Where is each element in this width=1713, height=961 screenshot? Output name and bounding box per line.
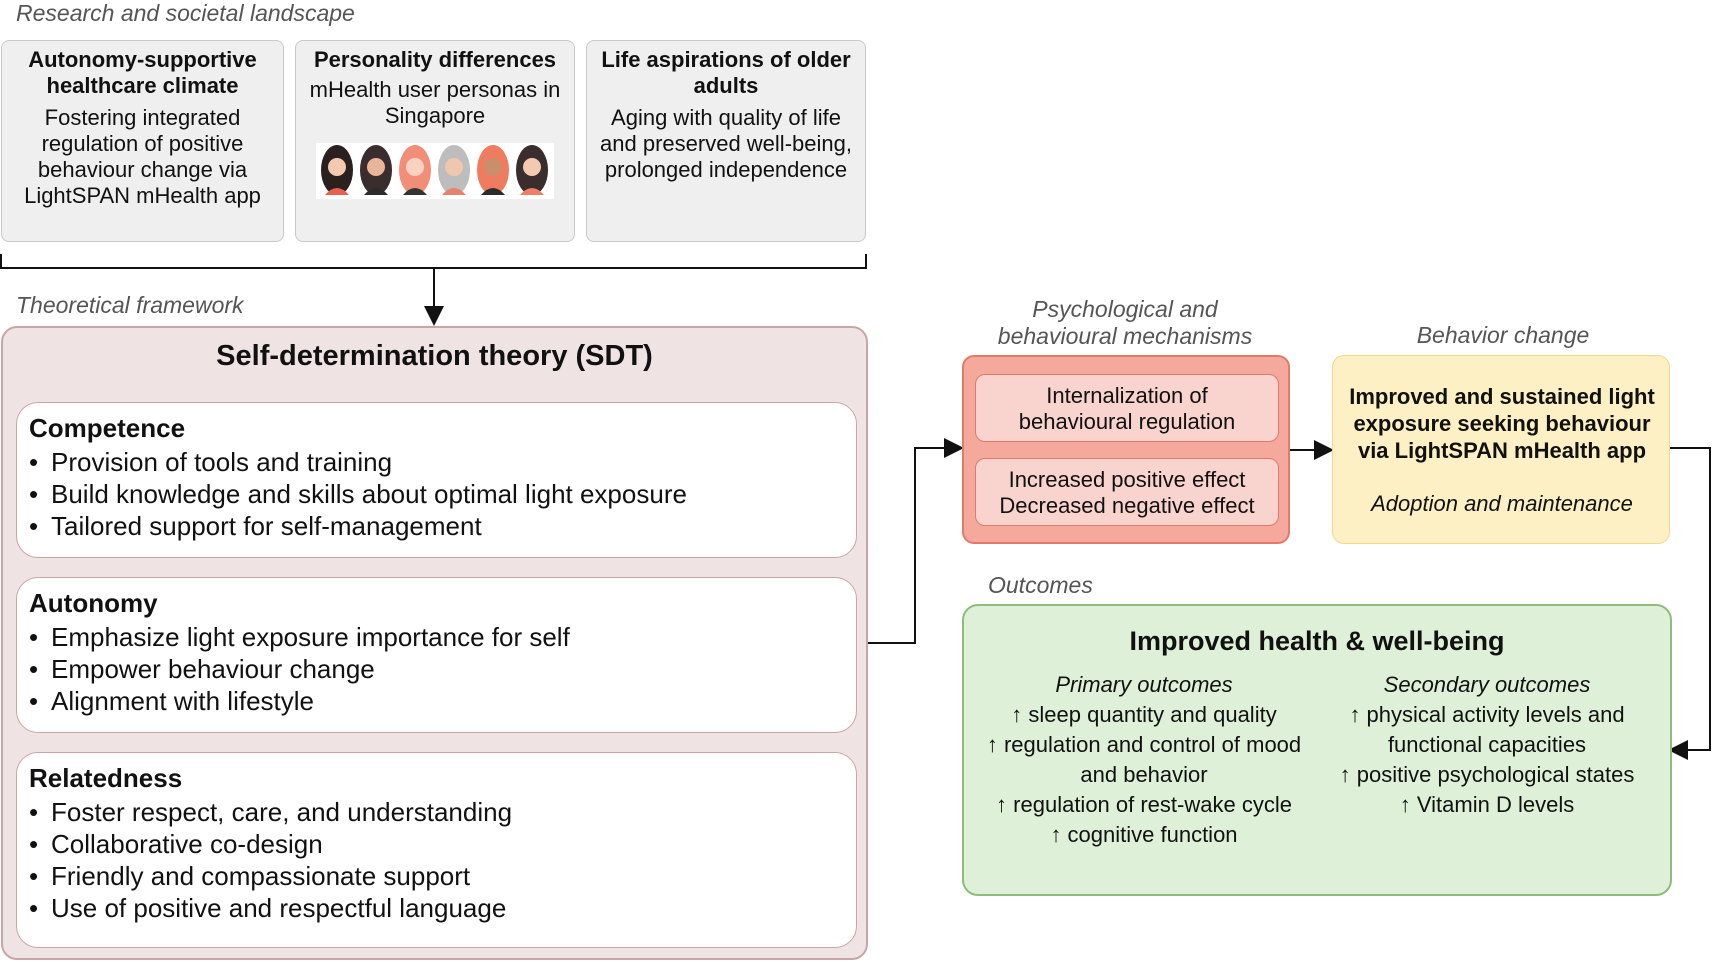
persona-avatar-4-icon [438, 145, 470, 195]
secondary-outcomes: Secondary outcomes ↑ physical activity l… [1320, 670, 1654, 820]
framework-label: Theoretical framework [16, 292, 244, 318]
list-item: ↑ regulation of rest-wake cycle [996, 792, 1292, 817]
mechanism-affect: Increased positive effect Decreased nega… [975, 458, 1279, 526]
card-heading: Competence [29, 413, 186, 443]
behavior-title: Improved and sustained light exposure se… [1349, 384, 1655, 463]
list-item: ↑ cognitive function [1050, 822, 1238, 847]
secondary-outcomes-heading: Secondary outcomes [1383, 672, 1591, 697]
landscape-box-aspirations: Life aspirations of older adults Aging w… [586, 40, 866, 242]
outcomes-box: Improved health & well-being Primary out… [962, 604, 1672, 896]
list-item: •Emphasize light exposure importance for… [29, 622, 570, 652]
sdt-panel: Self-determination theory (SDT) Competen… [1, 326, 868, 960]
card-heading: Autonomy [29, 588, 158, 618]
list-item: •Collaborative co-design [29, 829, 323, 859]
persona-avatar-5-icon [477, 145, 509, 195]
landscape-box-title: Autonomy-supportive healthcare climate [28, 47, 257, 98]
list-item: •Tailored support for self-management [29, 511, 482, 541]
landscape-box-climate: Autonomy-supportive healthcare climate F… [1, 40, 284, 242]
list-item: ↑ sleep quantity and quality [1011, 702, 1277, 727]
behavior-box: Improved and sustained light exposure se… [1332, 355, 1670, 544]
card-relatedness: Relatedness •Foster respect, care, and u… [16, 752, 857, 948]
list-item: ↑ positive psychological states [1339, 762, 1635, 787]
list-item: •Build knowledge and skills about optima… [29, 479, 687, 509]
list-item: •Empower behaviour change [29, 654, 375, 684]
sdt-to-mechanisms-arrow [868, 438, 964, 644]
outcomes-label: Outcomes [988, 572, 1093, 598]
landscape-label: Research and societal landscape [16, 0, 355, 26]
behavior-subtitle: Adoption and maintenance [1371, 491, 1633, 516]
landscape-box-body: mHealth user personas in Singapore [309, 77, 561, 128]
card-heading: Relatedness [29, 763, 183, 793]
list-item: •Provision of tools and training [29, 447, 393, 477]
behavior-to-outcomes-arrow [1668, 447, 1711, 760]
primary-outcomes: Primary outcomes ↑ sleep quantity and qu… [972, 670, 1316, 850]
landscape-box-title: Life aspirations of older adults [601, 47, 851, 98]
primary-outcomes-heading: Primary outcomes [1055, 672, 1233, 697]
list-item: •Alignment with lifestyle [29, 686, 314, 716]
card-competence: Competence •Provision of tools and train… [16, 402, 857, 558]
list-item: ↑ regulation and control of mood and beh… [986, 732, 1302, 787]
outcomes-title: Improved health & well-being [1129, 626, 1505, 656]
landscape-box-title: Personality differences [313, 47, 557, 72]
mechanism-internalization: Internalization of behavioural regulatio… [975, 374, 1279, 442]
landscape-box-body: Fostering integrated regulation of posit… [24, 105, 261, 208]
list-item: •Use of positive and respectful language [29, 893, 507, 923]
list-item: •Friendly and compassionate support [29, 861, 471, 891]
landscape-bracket [0, 254, 867, 269]
mechanisms-label: Psychological and behavioural mechanisms [997, 296, 1253, 349]
landscape-box-personality: Personality differences mHealth user per… [295, 40, 575, 242]
persona-avatar-6-icon [516, 145, 548, 195]
personas-illustration [316, 143, 554, 199]
list-item: ↑ physical activity levels and functiona… [1349, 702, 1625, 757]
sdt-title: Self-determination theory (SDT) [216, 340, 653, 372]
persona-avatar-2-icon [360, 145, 392, 195]
list-item: ↑ Vitamin D levels [1399, 792, 1575, 817]
persona-avatar-3-icon [399, 145, 431, 195]
persona-avatar-1-icon [321, 145, 353, 195]
list-item: •Foster respect, care, and understanding [29, 797, 513, 827]
mechanisms-box: Internalization of behavioural regulatio… [962, 355, 1290, 544]
card-autonomy: Autonomy •Emphasize light exposure impor… [16, 577, 857, 733]
behavior-label: Behavior change [1416, 322, 1590, 348]
landscape-box-body: Aging with quality of life and preserved… [600, 105, 852, 182]
